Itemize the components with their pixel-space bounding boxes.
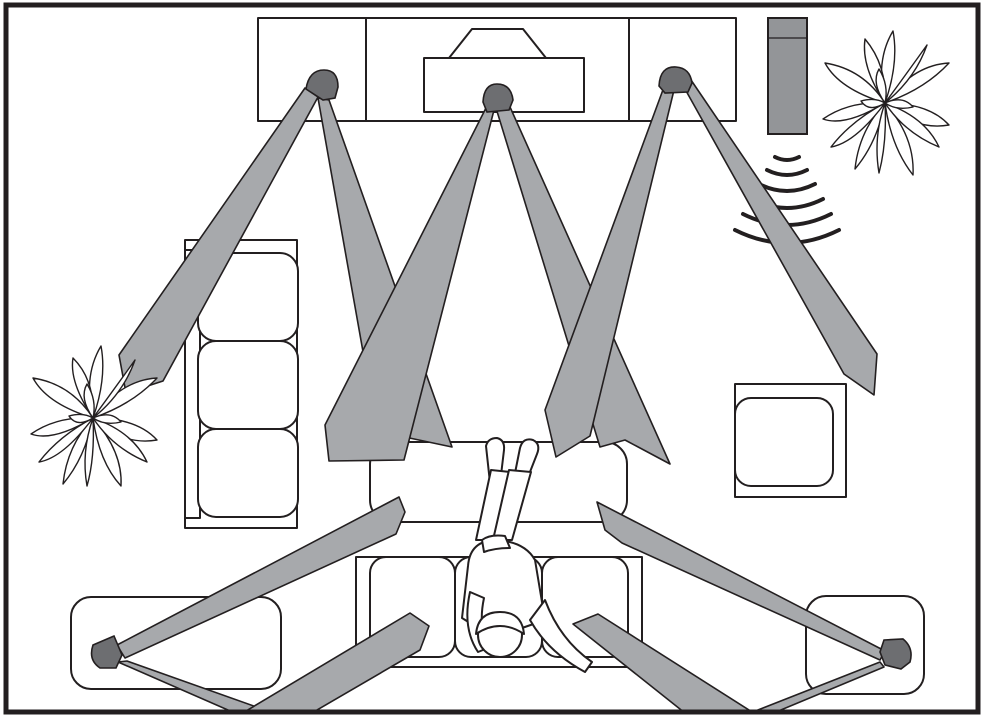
surround-left-speaker <box>90 634 123 669</box>
surround-right-speaker <box>879 638 912 670</box>
surround-left-beam-up <box>116 496 406 659</box>
person-icon <box>461 437 593 673</box>
sound-beams <box>116 79 886 710</box>
surround-left-beam-diag <box>246 612 430 710</box>
armchair <box>734 383 847 498</box>
speaker-icon <box>879 638 912 670</box>
plant-icon <box>30 345 158 487</box>
surround-right-beam-up <box>596 501 886 661</box>
left-end-table <box>70 596 282 690</box>
front-right-speaker <box>658 66 693 94</box>
speaker-icon <box>482 83 514 113</box>
front-left-speaker <box>305 69 339 101</box>
speaker-icon <box>305 69 339 101</box>
plant-icon <box>822 30 950 176</box>
surround-left-beam-down <box>117 660 266 710</box>
room-wall <box>3 2 981 715</box>
left-sofa <box>184 239 299 529</box>
speaker-icon <box>90 634 123 669</box>
subwoofer-icon <box>767 17 808 135</box>
surround-right-beam-down <box>755 661 885 710</box>
surround-right-beam-diag <box>572 613 751 710</box>
center-speaker <box>482 83 514 113</box>
speaker-icon <box>658 66 693 94</box>
